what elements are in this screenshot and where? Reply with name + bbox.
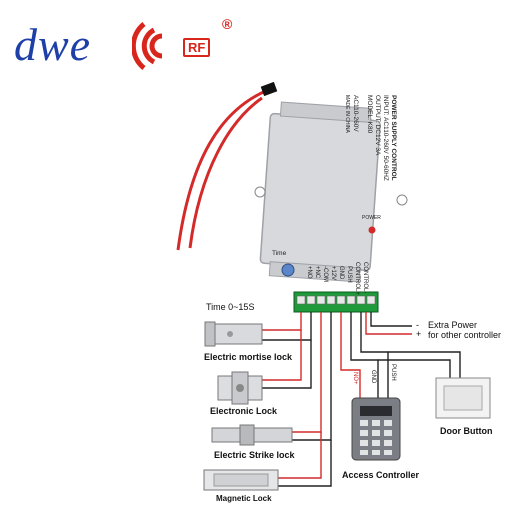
rf-badge: RF (183, 38, 211, 57)
power-led-label: POWER (362, 215, 381, 221)
strike-lock-device (211, 424, 293, 446)
brand-logo-text: dwe (14, 19, 92, 70)
terminal-label-control-plus: CONTROL+ (354, 262, 360, 295)
time-range-label: Time 0~15S (206, 302, 255, 312)
magnetic-lock-label: Magnetic Lock (216, 494, 272, 503)
registered-mark: ® (222, 16, 233, 32)
electronic-lock-label: Electronic Lock (210, 406, 278, 416)
time-knob (281, 263, 295, 277)
terminal-label-push: PUSH (346, 266, 352, 283)
extra-plus-label: + (416, 329, 422, 339)
terminal-label-gnd: GND (338, 266, 344, 280)
extra-power-label: Extra Power (428, 320, 478, 330)
ac-input-wire-1 (176, 88, 269, 251)
wire-label-gnd: GND (370, 370, 376, 384)
wire-label-push: PUSH (390, 364, 396, 381)
ps-voltage: AC110-260V (352, 95, 359, 132)
access-controller-label: Access Controller (342, 470, 420, 480)
magnetic-lock-device (203, 469, 279, 491)
power-led (368, 226, 376, 234)
wifi-signal-icon (132, 22, 163, 70)
time-knob-label: Time (272, 250, 287, 257)
ac-input-wire-2 (188, 96, 263, 249)
terminal-label-nc: +NC (314, 266, 320, 279)
strike-lock-label: Electric Strike lock (214, 450, 295, 460)
mortise-lock-device (204, 321, 263, 347)
terminal-label-com: -COM (322, 266, 328, 282)
wire-label-no: NO+ (352, 372, 358, 385)
terminal-block (293, 291, 379, 313)
ps-made-in: MADE IN CHINA (344, 95, 350, 133)
ps-input: INPUT: AC110-260V 50-60HZ (382, 95, 389, 181)
ps-title: POWER SUPPLY CONTROL (390, 95, 397, 181)
door-button-label: Door Button (440, 426, 493, 436)
terminal-label-no: +NO (306, 266, 312, 279)
access-controller-device (351, 397, 401, 461)
terminal-label-12v: +12V (330, 266, 336, 281)
extra-power-sub-label: for other controller (428, 330, 502, 340)
door-button-device (435, 377, 491, 419)
mortise-lock-label: Electric mortise lock (204, 352, 293, 362)
extra-minus-label: - (416, 320, 419, 330)
terminal-label-control-minus: CONTROL- (362, 262, 368, 294)
electronic-lock-device (217, 371, 263, 405)
